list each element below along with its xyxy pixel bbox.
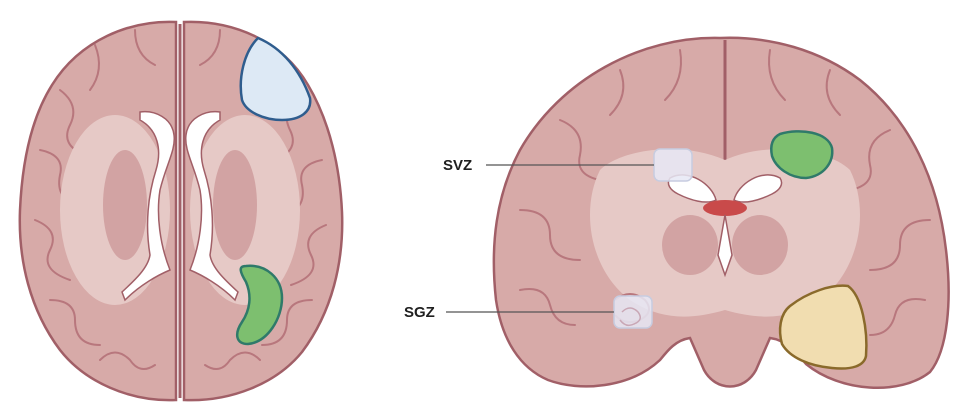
coronal-right-thalamus (732, 215, 788, 275)
coronal-choroid-plexus (703, 200, 747, 216)
sgz-label: SGZ (404, 304, 435, 321)
coronal-brain-section (494, 38, 949, 388)
axial-right-basal-ganglia (213, 150, 257, 260)
coronal-left-thalamus (662, 215, 718, 275)
svz-highlight-box (654, 149, 692, 181)
axial-brain-section (20, 22, 342, 400)
sgz-highlight-box (614, 296, 652, 328)
axial-left-basal-ganglia (103, 150, 147, 260)
svz-label: SVZ (443, 157, 472, 174)
axial-blue-region (241, 38, 310, 120)
